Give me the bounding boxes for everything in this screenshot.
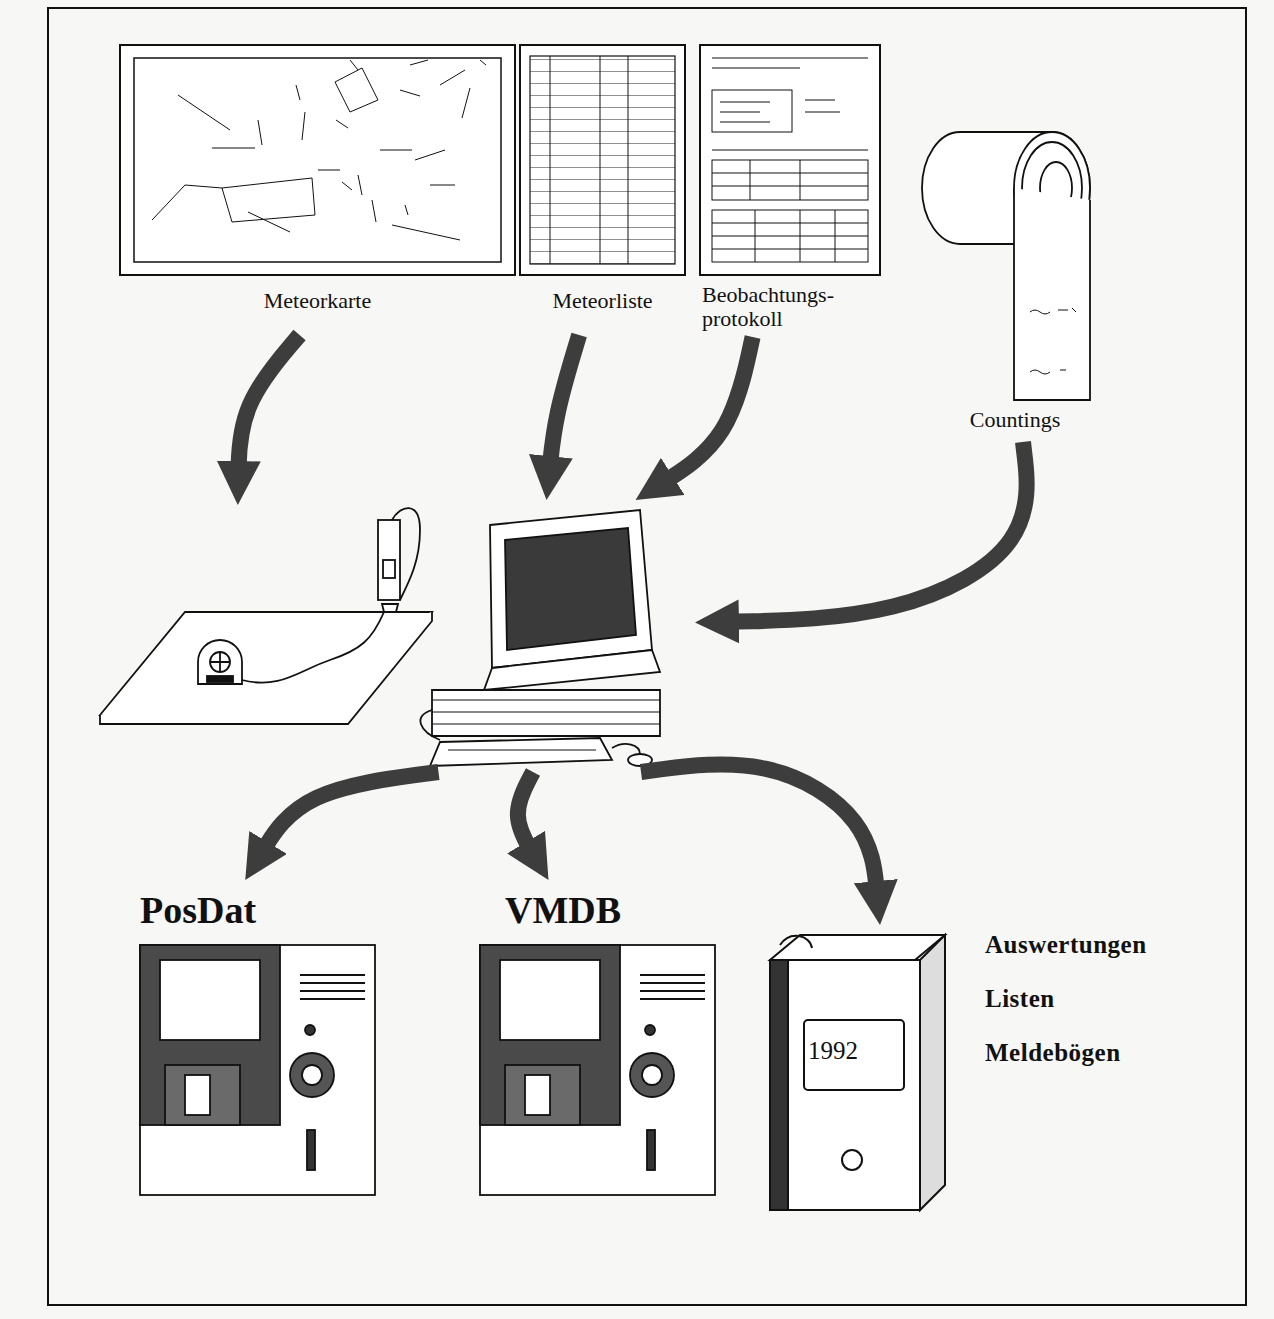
star-map — [120, 45, 515, 275]
flow-arrow — [723, 442, 1027, 622]
list-label: Listen — [985, 985, 1055, 1013]
ring-binder — [770, 935, 945, 1210]
device-item — [425, 500, 695, 772]
device-item — [95, 505, 435, 730]
diagram-item: VMDB — [475, 880, 720, 1200]
list-label: Meldebögen — [985, 1039, 1121, 1067]
flow-arrow — [549, 335, 579, 472]
floppy-disk — [480, 945, 715, 1195]
meteor-list-sheet — [520, 45, 685, 275]
flow-arrow — [518, 772, 534, 856]
diagram-item: PosDat — [135, 880, 380, 1200]
item-label: Meteorliste — [520, 289, 685, 313]
diagram-item: Meteorliste — [520, 45, 689, 335]
flow-arrow — [659, 337, 752, 485]
diagram-item: Meteorkarte — [120, 45, 519, 335]
diagram-item: 1992 AuswertungenListenMeldebögen — [760, 925, 1160, 1215]
diagram-item: Countings — [915, 130, 1095, 442]
item-label: PosDat — [140, 890, 256, 932]
paper-roll — [922, 132, 1090, 400]
flow-arrow — [260, 772, 439, 856]
computer — [420, 510, 660, 766]
flow-arrow — [641, 765, 877, 898]
flow-arrow — [238, 335, 299, 477]
item-label: 1992 — [808, 1037, 858, 1065]
outer-frame — [48, 8, 1246, 1305]
floppy-disk — [140, 945, 375, 1195]
item-label: Countings — [955, 408, 1075, 432]
digitizer-tablet — [100, 508, 432, 724]
list-label: Auswertungen — [985, 931, 1147, 959]
item-label: Meteorkarte — [120, 289, 515, 313]
diagram-item: Beobachtungs-protokoll — [695, 45, 887, 337]
item-label: Beobachtungs-protokoll — [702, 283, 880, 331]
item-label: VMDB — [505, 890, 621, 932]
observation-form — [700, 45, 880, 275]
